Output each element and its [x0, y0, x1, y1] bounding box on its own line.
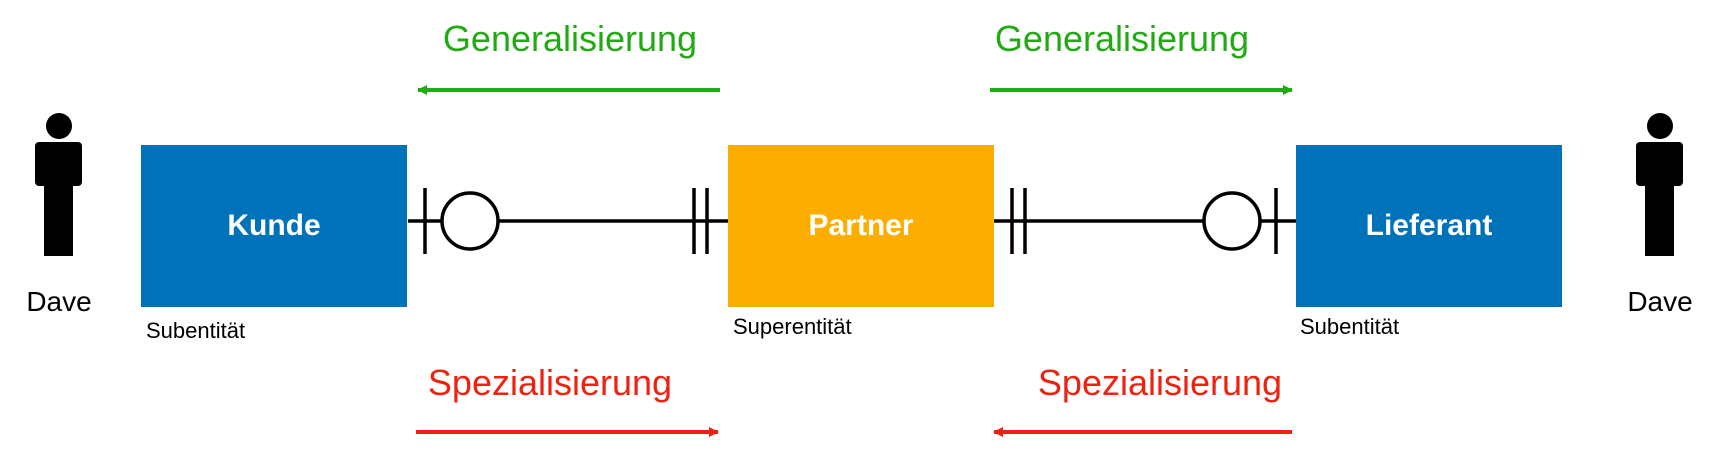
person-icon-right — [1636, 113, 1683, 256]
entity-partner-role: Superentität — [733, 314, 852, 339]
entity-partner: Partner — [728, 145, 994, 307]
entity-partner-label: Partner — [808, 209, 914, 242]
generalization-label-right: Generalisierung — [994, 18, 1250, 59]
actor-name-right: Dave — [1627, 286, 1693, 317]
entity-lieferant-label: Lieferant — [1365, 209, 1493, 242]
relationship-kunde-partner — [408, 188, 728, 254]
specialization-label-right: Spezialisierung — [1037, 362, 1283, 403]
cardinality-zero-circle — [440, 191, 500, 251]
entity-lieferant: Lieferant — [1296, 145, 1562, 307]
entity-kunde-role: Subentität — [146, 318, 246, 343]
relationship-partner-lieferant — [994, 188, 1296, 254]
generalization-label-left: Generalisierung — [442, 18, 698, 59]
entity-lieferant-role: Subentität — [1300, 314, 1400, 339]
entity-kunde-label: Kunde — [227, 209, 321, 242]
person-icon-left — [35, 113, 82, 256]
specialization-label-left: Spezialisierung — [427, 362, 673, 403]
cardinality-zero-circle — [1202, 191, 1262, 251]
entity-kunde: Kunde — [141, 145, 407, 307]
actor-name-left: Dave — [26, 286, 92, 317]
